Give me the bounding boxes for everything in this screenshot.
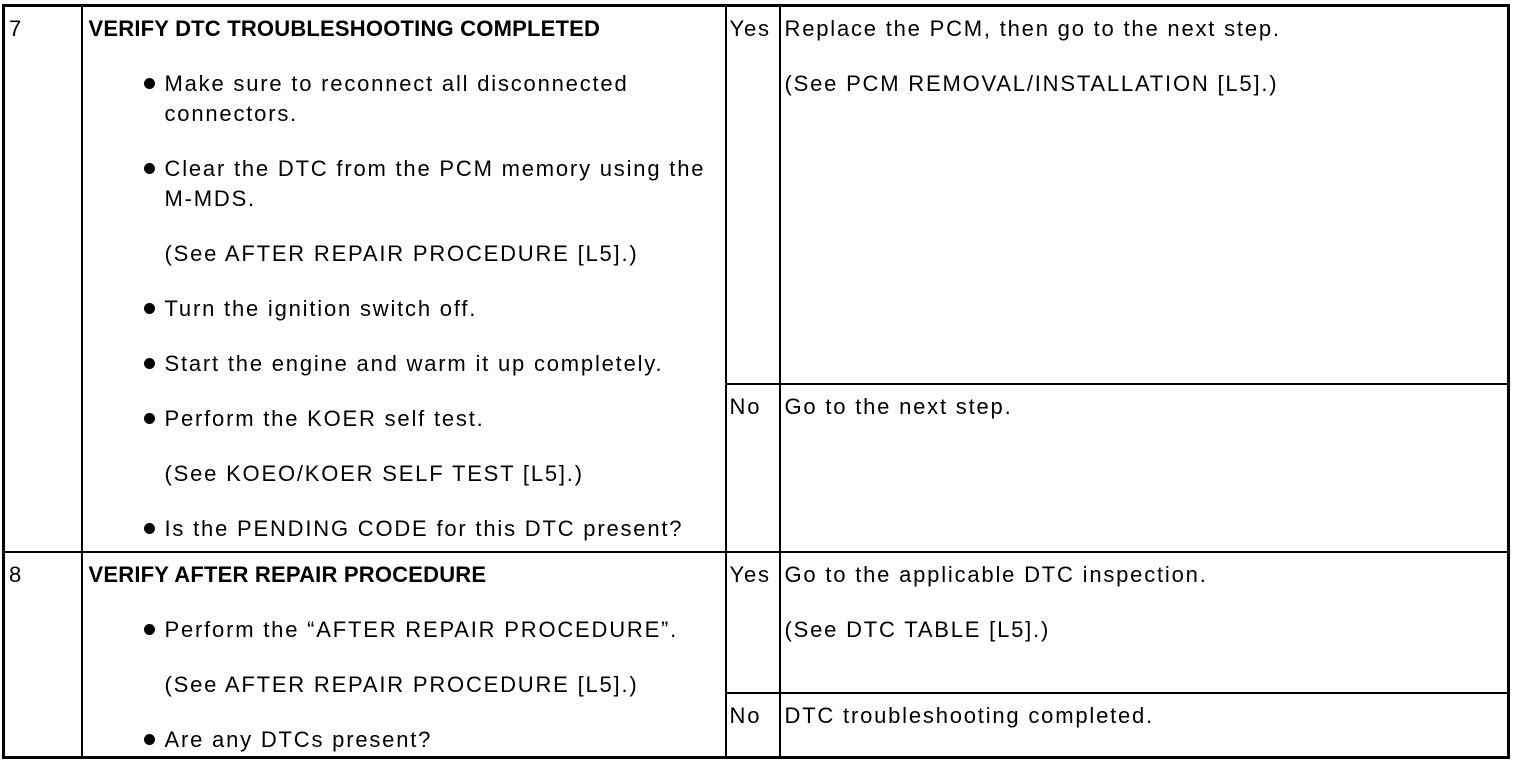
result-cell: DTC troubleshooting completed. xyxy=(778,691,1510,759)
result-line: (See PCM REMOVAL/INSTALLATION [L5].) xyxy=(784,71,1279,96)
action-reference: (See AFTER REPAIR PROCEDURE [L5].) xyxy=(89,239,724,269)
action-title: VERIFY AFTER REPAIR PROCEDURE xyxy=(88,561,487,587)
action-item: Is the PENDING CODE for this DTC present… xyxy=(89,514,724,544)
step-8-yes-row: 8 VERIFY AFTER REPAIR PROCEDURE Perform … xyxy=(2,550,1510,759)
bullet-icon xyxy=(143,358,155,369)
answer-cell-no: No xyxy=(724,691,781,759)
result-cell: Go to the applicable DTC inspection. (Se… xyxy=(778,550,1510,694)
action-item-text: Make sure to reconnect all disconnected … xyxy=(164,71,629,126)
action-item: Start the engine and warm it up complete… xyxy=(89,349,724,379)
action-item: Make sure to reconnect all disconnected … xyxy=(89,69,724,129)
action-cell: VERIFY DTC TROUBLESHOOTING COMPLETED Mak… xyxy=(80,4,727,553)
result-line: Go to the next step. xyxy=(784,393,1013,419)
result-cell: Go to the next step. xyxy=(778,382,1510,553)
bullet-icon xyxy=(143,733,155,745)
action-item: Perform the “AFTER REPAIR PROCEDURE”. xyxy=(89,615,724,645)
action-item: Clear the DTC from the PCM memory using … xyxy=(89,154,724,214)
action-item-text: (See KOEO/KOER SELF TEST [L5].) xyxy=(164,461,584,486)
action-item-text: Start the engine and warm it up complete… xyxy=(164,351,664,376)
action-item-text: Clear the DTC from the PCM memory using … xyxy=(164,156,706,211)
bullet-icon xyxy=(143,78,155,89)
result-line: Replace the PCM, then go to the next ste… xyxy=(784,16,1281,41)
action-item: Perform the KOER self test. xyxy=(89,404,724,434)
action-item-text: Perform the KOER self test. xyxy=(164,406,485,431)
dtc-troubleshooting-table: 7 VERIFY DTC TROUBLESHOOTING COMPLETED M… xyxy=(2,4,1510,759)
result-line: Go to the applicable DTC inspection. xyxy=(784,561,1208,587)
step-number: 7 xyxy=(2,4,83,553)
action-item-text: Are any DTCs present? xyxy=(164,726,433,752)
answer-cell-yes: Yes xyxy=(724,4,781,385)
step-7-no-row: No Go to the next step. xyxy=(4,382,1510,553)
result-line: DTC troubleshooting completed. xyxy=(784,702,1154,728)
answer-cell-yes: Yes xyxy=(724,550,781,694)
action-item-text: (See AFTER REPAIR PROCEDURE [L5].) xyxy=(164,671,639,697)
action-item-text: Is the PENDING CODE for this DTC present… xyxy=(164,516,684,541)
result-cell: Replace the PCM, then go to the next ste… xyxy=(778,4,1510,385)
action-item-text: (See AFTER REPAIR PROCEDURE [L5].) xyxy=(164,241,639,266)
action-reference: (See AFTER REPAIR PROCEDURE [L5].) xyxy=(89,670,724,700)
result-line: (See DTC TABLE [L5].) xyxy=(784,616,1051,642)
bullet-icon xyxy=(143,303,155,314)
bullet-icon xyxy=(143,623,155,635)
action-item-text: Turn the ignition switch off. xyxy=(164,296,478,321)
bullet-icon xyxy=(143,413,155,424)
answer-cell-no: No xyxy=(724,382,781,553)
action-item: Turn the ignition switch off. xyxy=(89,294,724,324)
action-item-text: Perform the “AFTER REPAIR PROCEDURE”. xyxy=(164,616,679,642)
step-number: 8 xyxy=(2,550,83,759)
action-title: VERIFY DTC TROUBLESHOOTING COMPLETED xyxy=(88,16,601,41)
action-item: Are any DTCs present? xyxy=(89,725,724,755)
step-7-yes-row: 7 VERIFY DTC TROUBLESHOOTING COMPLETED M… xyxy=(2,4,1510,553)
action-reference: (See KOEO/KOER SELF TEST [L5].) xyxy=(89,459,724,489)
bullet-icon xyxy=(143,523,155,534)
step-8-no-row: No DTC troubleshooting completed. xyxy=(4,691,1510,759)
action-cell: VERIFY AFTER REPAIR PROCEDURE Perform th… xyxy=(80,550,727,759)
bullet-icon xyxy=(143,163,155,174)
